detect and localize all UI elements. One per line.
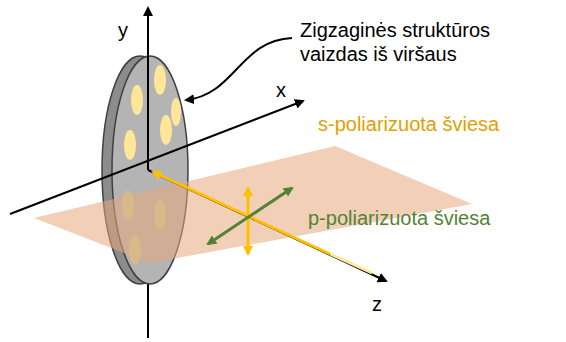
zigzag-spots-lower [122,190,166,265]
s-polarization-arrow [247,188,250,254]
axis-label: z [372,292,382,316]
axis-label: x [276,78,286,102]
callout-text: Zigzaginės struktūros vaizdas iš viršaus [300,18,525,66]
p-polarization-label: p-poliarizuota šviesa [308,206,490,230]
zigzag-spots [124,65,181,160]
axis-label: y [118,18,128,42]
p-polarization-arrow [208,188,292,244]
x-axis [10,101,303,214]
y-axis-front [147,56,149,170]
light-beam-tail [330,254,372,273]
s-polarization-label: s-poliarizuota šviesa [318,112,499,136]
plane-of-incidence [34,146,472,263]
light-beam [153,172,330,254]
